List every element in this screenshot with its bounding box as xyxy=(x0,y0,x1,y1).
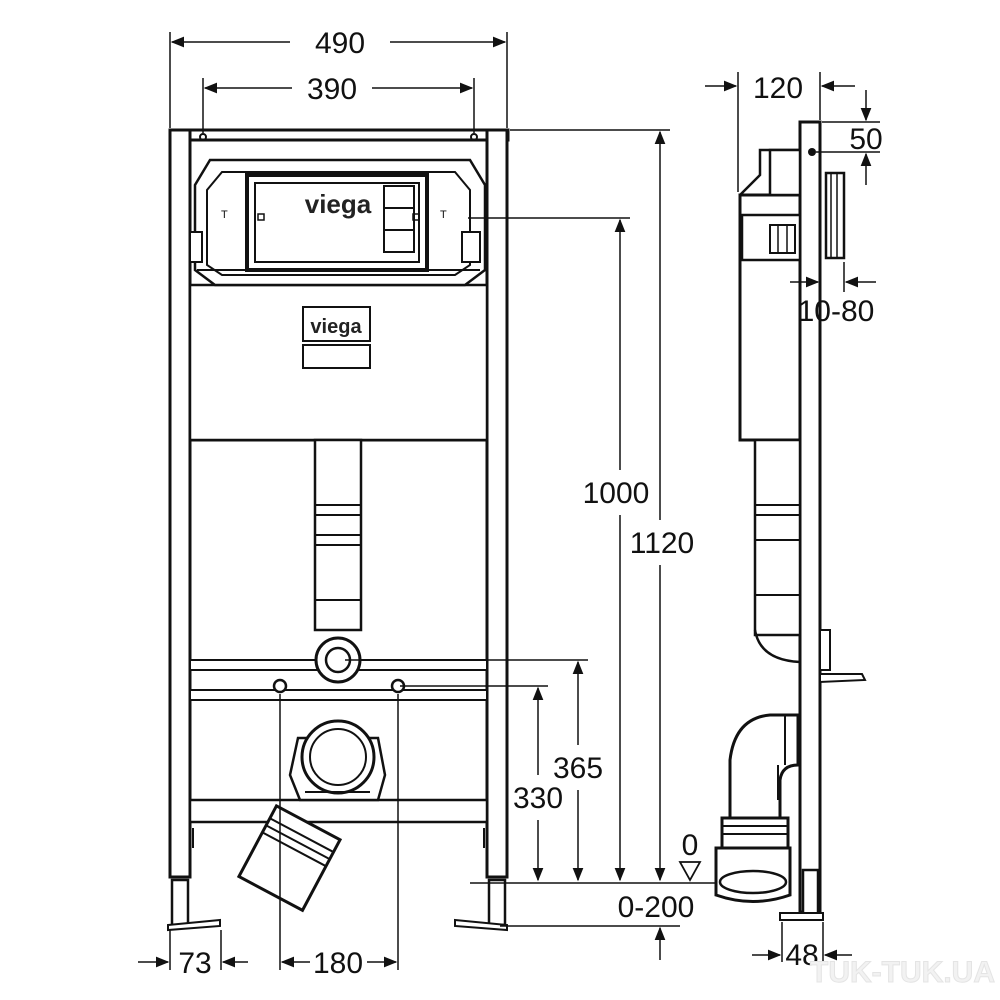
name-plate xyxy=(302,306,371,369)
mounting-bolts xyxy=(272,678,406,694)
dim-height-upper-bolt: 365 xyxy=(553,752,603,785)
dim-height-actuator: 1000 xyxy=(583,477,650,510)
cistern-logo: viega xyxy=(305,189,372,219)
front-view: T T xyxy=(167,128,510,932)
flush-pipe xyxy=(313,438,363,684)
dim-height-lower-bolt: 330 xyxy=(513,782,563,815)
watermark: TUK-TUK.UA xyxy=(810,956,995,989)
dim-bracket-offset: 50 xyxy=(849,123,882,156)
front-dimension-lines xyxy=(138,32,720,970)
dim-bolt-spacing: 180 xyxy=(313,947,363,980)
bolt-left xyxy=(272,678,288,694)
side-frame-post xyxy=(798,120,822,914)
frame-feet xyxy=(167,828,508,932)
drain-connector xyxy=(236,719,387,913)
svg-text:T: T xyxy=(440,209,447,221)
dim-foot-width: 73 xyxy=(178,947,211,980)
actuator-opening: T T xyxy=(189,173,481,272)
svg-text:T: T xyxy=(221,209,228,221)
plate-logo: viega xyxy=(310,316,362,338)
dim-foot-depth: 48 xyxy=(785,939,818,972)
dim-depth: 120 xyxy=(753,72,803,105)
side-view xyxy=(714,120,867,921)
dim-zero-level: 0 xyxy=(682,829,699,862)
dim-total-width: 490 xyxy=(315,27,365,60)
dim-wall-gap: 10-80 xyxy=(798,295,875,328)
side-dimension-lines xyxy=(705,72,880,962)
dim-inner-width: 390 xyxy=(307,73,357,106)
dim-height-total: 1120 xyxy=(630,527,695,560)
dim-floor-adjust: 0-200 xyxy=(618,891,695,924)
